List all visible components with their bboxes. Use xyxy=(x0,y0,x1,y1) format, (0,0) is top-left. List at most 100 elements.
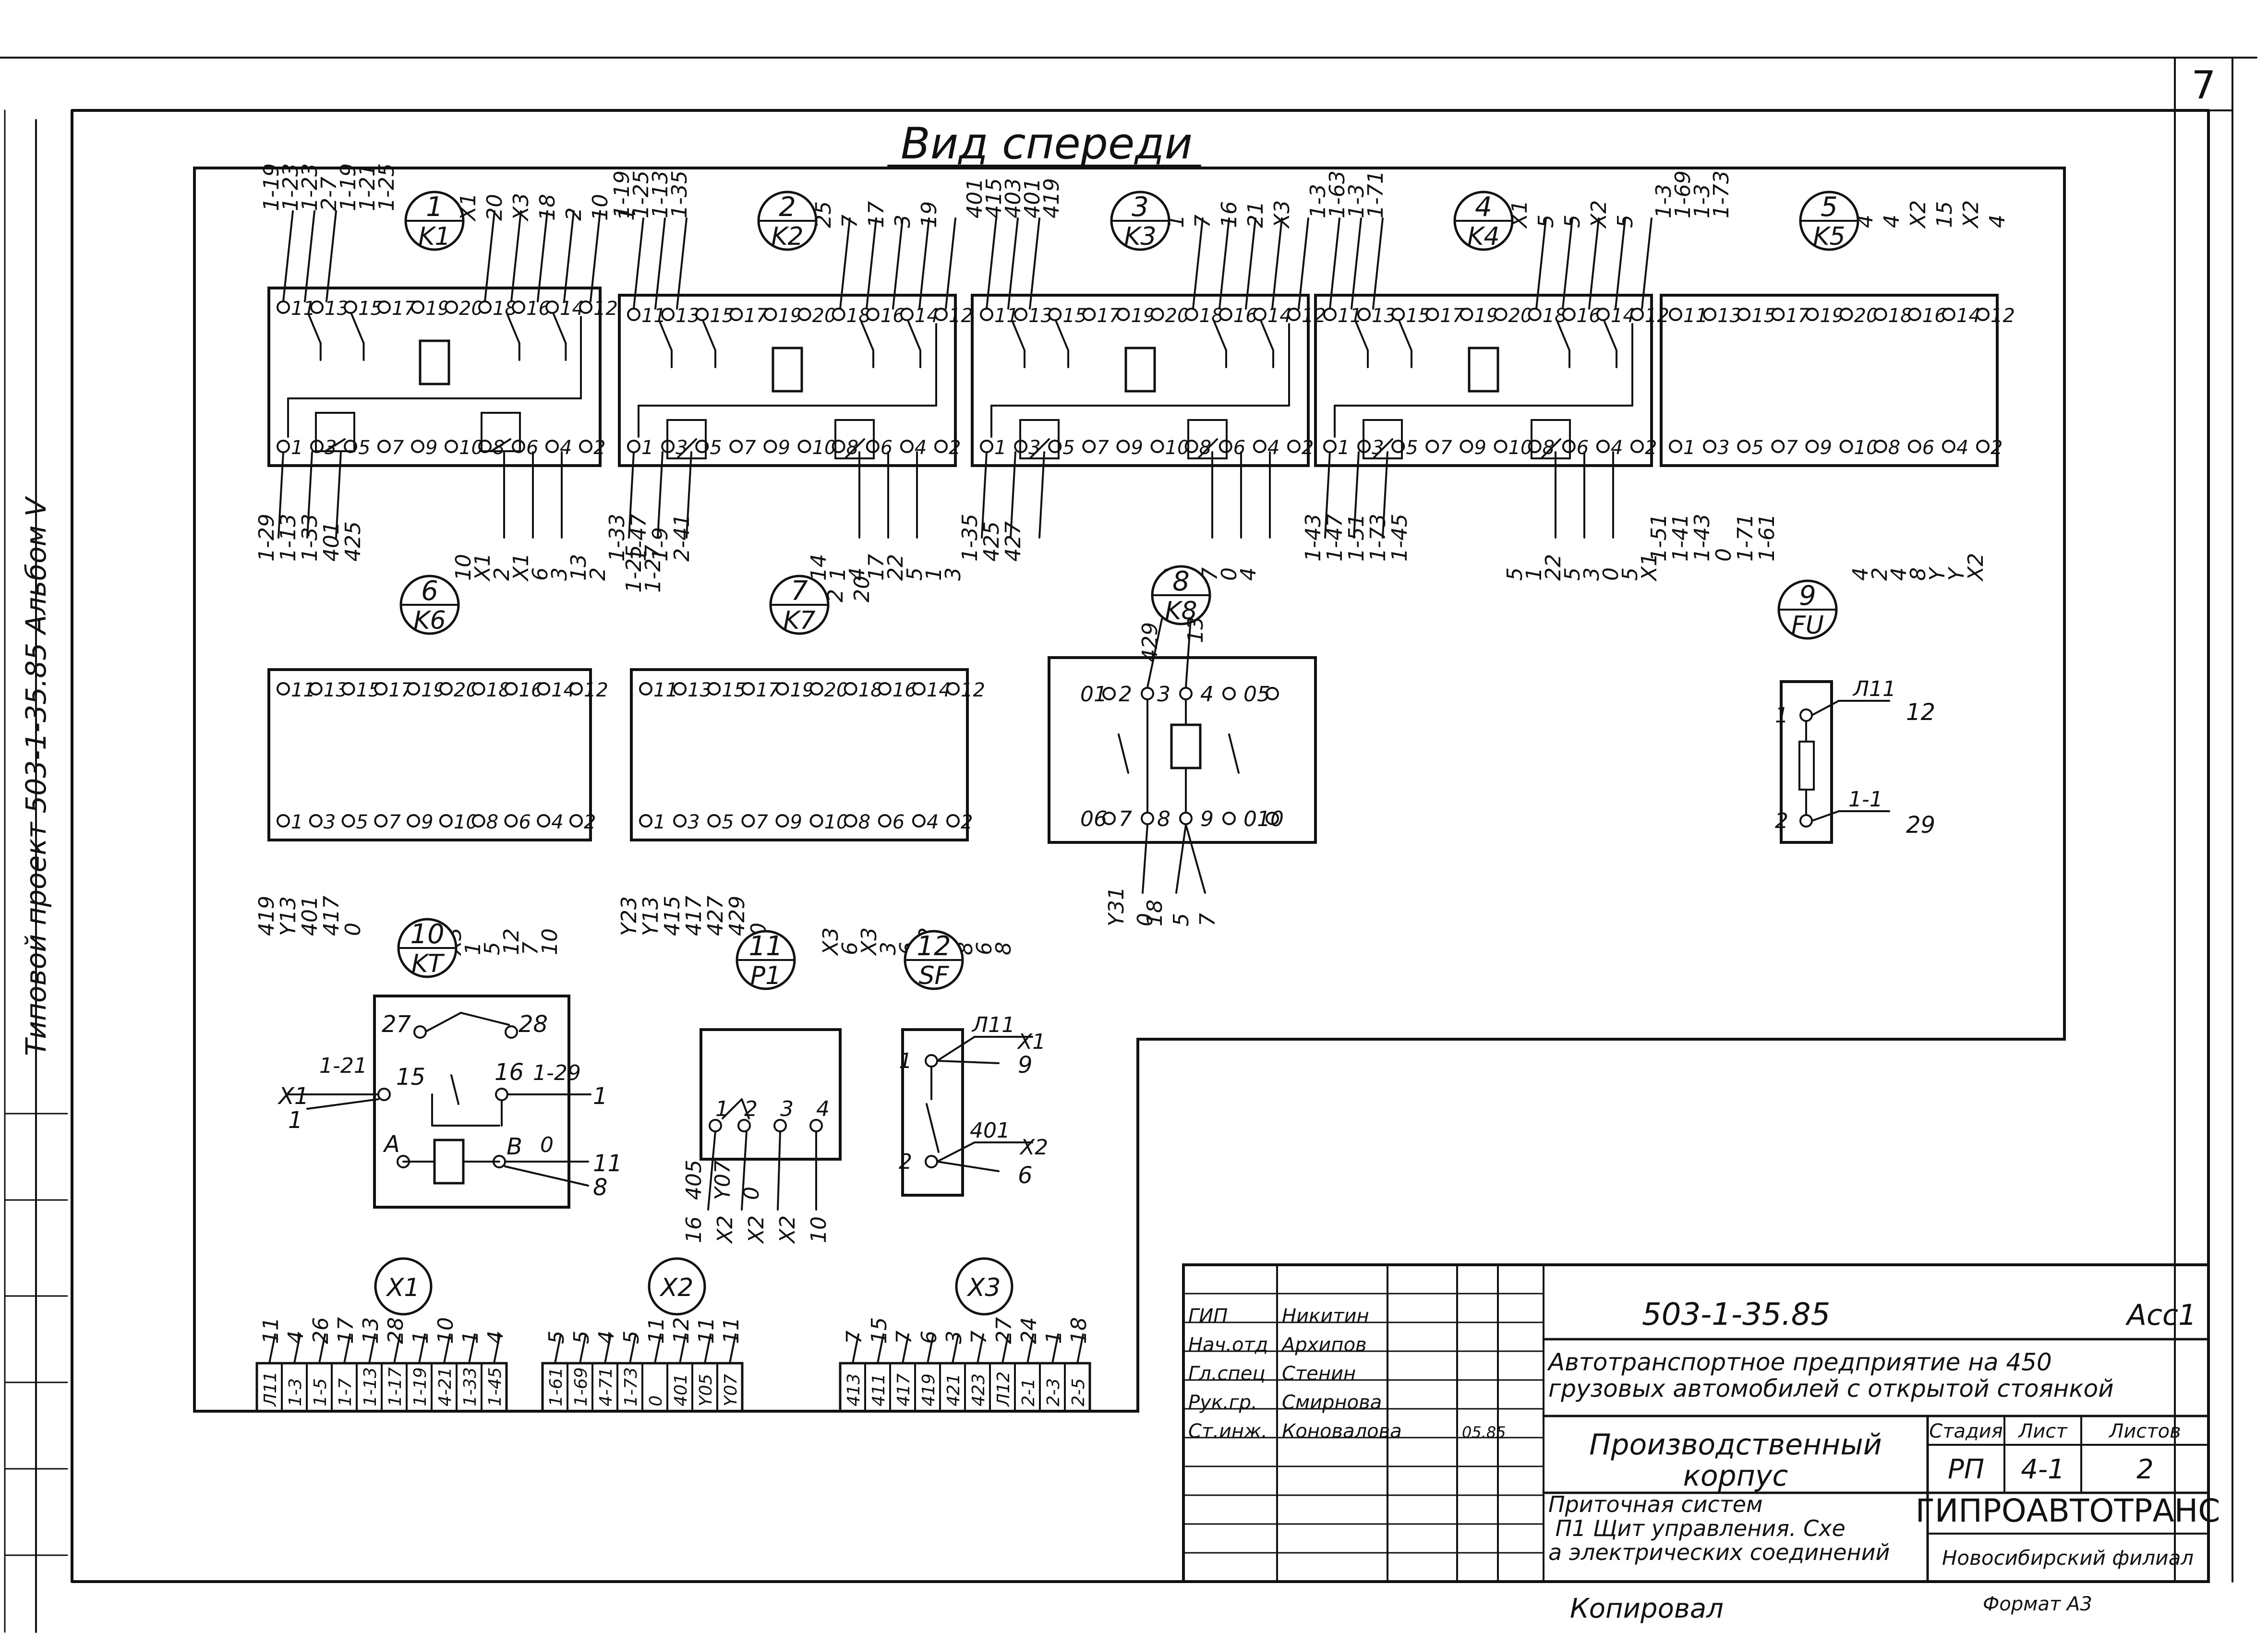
pin-number: 3 xyxy=(1028,437,1040,459)
wire-label: 1 xyxy=(1042,1331,1066,1344)
wire-label: 2 xyxy=(562,207,586,221)
wire-label: 6 xyxy=(528,567,553,581)
copied-by: Копировал xyxy=(1570,1593,1724,1624)
wire-label: 7 xyxy=(838,215,862,228)
pin-number: 2 xyxy=(899,1150,912,1174)
pin-number: 28 xyxy=(519,1011,548,1038)
relay-k4: 4K411113315517719920101881661441221-31-6… xyxy=(1301,170,1669,582)
wire-label: X1 xyxy=(1637,553,1662,582)
wire-label: 15 xyxy=(867,1317,892,1344)
pin-number: 9 xyxy=(421,811,433,833)
wire-label: X1 xyxy=(1508,200,1532,229)
pin-number: 12 xyxy=(593,298,618,320)
wire-label: 1-25 xyxy=(629,170,653,218)
wire-label: 5 xyxy=(619,1331,644,1344)
layout-panel xyxy=(193,167,2066,1413)
wire-label: 14 xyxy=(807,554,831,581)
pin-number: 6 xyxy=(881,437,893,459)
wire-label: 425 xyxy=(979,521,1004,562)
pin-number: 7 xyxy=(756,811,768,833)
wire-label: Y23 xyxy=(617,896,641,936)
sheet-value: 4-1 xyxy=(2021,1454,2064,1485)
pin-number: 2 xyxy=(584,811,596,833)
pin-number: 06 xyxy=(1080,807,1107,831)
wire-label: 29 xyxy=(1906,812,1935,839)
device-number: 1 xyxy=(426,192,443,223)
wire-label: 11 xyxy=(593,1150,622,1177)
wire-label: 3 xyxy=(891,215,915,228)
pin-number: 9 xyxy=(1131,437,1143,459)
wire-label: 11 xyxy=(259,1317,283,1344)
terminal-label: Y05 xyxy=(696,1374,716,1406)
pin-number: 5 xyxy=(710,437,722,459)
pin-number: 6 xyxy=(893,811,905,833)
pin-number: 8 xyxy=(1157,807,1170,831)
wire-label: 17 xyxy=(864,201,889,228)
pin-number: 7 xyxy=(392,437,404,459)
wire-label: 18 xyxy=(1067,1317,1091,1344)
sheets-header: Листов xyxy=(2108,1420,2181,1442)
pin-number: 9 xyxy=(790,811,802,833)
terminal-label: 421 xyxy=(944,1373,964,1406)
device-code: K6 xyxy=(413,606,446,635)
wire-label: Л11 xyxy=(1852,677,1896,701)
sheet-header: Лист xyxy=(2017,1420,2068,1442)
pin-number: 7 xyxy=(1440,437,1452,459)
wire-label: 5 xyxy=(1503,567,1527,581)
pin-number: 4 xyxy=(816,1097,830,1121)
wire-label: X2 xyxy=(1964,553,1988,582)
wire-label: 16 xyxy=(682,1216,706,1243)
wire-label: 17 xyxy=(864,554,889,581)
wire-label: X2 xyxy=(713,1215,737,1244)
pin-number: 9 xyxy=(1820,437,1832,459)
pin-number: 5 xyxy=(1406,437,1418,459)
wire-label: 3 xyxy=(942,1331,966,1344)
date: 05.85 xyxy=(1462,1423,1506,1441)
wire-label: 401 xyxy=(963,178,987,218)
pin-number: 010 xyxy=(1243,807,1284,831)
relay-k5: 5K511113315517719920101881661441221-31-6… xyxy=(1647,170,2015,582)
relay-k7: 7K711113315517719920101881661441221-251-… xyxy=(617,545,1016,956)
wire-label: 1-33 xyxy=(605,514,629,562)
pin-number: 9 xyxy=(1474,437,1486,459)
pin-number: 2 xyxy=(1991,437,2003,459)
wire-label: 419 xyxy=(254,896,279,936)
wire-label: 1-25 xyxy=(374,163,399,211)
device-code: K7 xyxy=(783,606,815,635)
wire-label: 415 xyxy=(660,896,685,936)
wire-label: 1-21 xyxy=(319,1054,367,1078)
wire-label: 11 xyxy=(719,1317,744,1344)
pin-number: 12 xyxy=(961,679,985,701)
wire-label: 22 xyxy=(1541,554,1566,581)
wire-label: 1 xyxy=(826,567,850,581)
pin-number: 2 xyxy=(1119,682,1132,707)
terminal-label: 4-21 xyxy=(435,1367,455,1406)
device-tag-k8: 8K8 xyxy=(1151,565,1211,625)
wire-label: 1-45 xyxy=(1387,514,1412,562)
wire-label: 6 xyxy=(972,942,997,955)
relay-k1: 1K111113315517719920101881661441221-191-… xyxy=(254,163,639,582)
device-code: KT xyxy=(411,949,445,978)
wire-label: 0 xyxy=(739,1187,764,1200)
pin-number: 12 xyxy=(1645,305,1669,327)
wire-label: 429 xyxy=(725,896,749,936)
wire-label: 5 xyxy=(1534,215,1558,228)
wire-label: Л11 xyxy=(971,1013,1015,1037)
wire-label: X2 xyxy=(1906,200,1930,229)
wire-label: X3 xyxy=(509,193,533,222)
wire-label: 1-35 xyxy=(958,514,982,562)
side-label: Типовой проект 503-1-35.85 Альбом V xyxy=(20,495,52,1056)
wire-label: 0 xyxy=(1217,567,1242,581)
device-number: 8 xyxy=(1172,566,1190,597)
wire-label: 1 xyxy=(288,1107,303,1134)
wire-label: 2 xyxy=(586,567,610,581)
wire-label: 1-47 xyxy=(627,514,651,562)
wire-label: 26 xyxy=(309,1317,333,1344)
wire-label: 3 xyxy=(876,942,901,955)
